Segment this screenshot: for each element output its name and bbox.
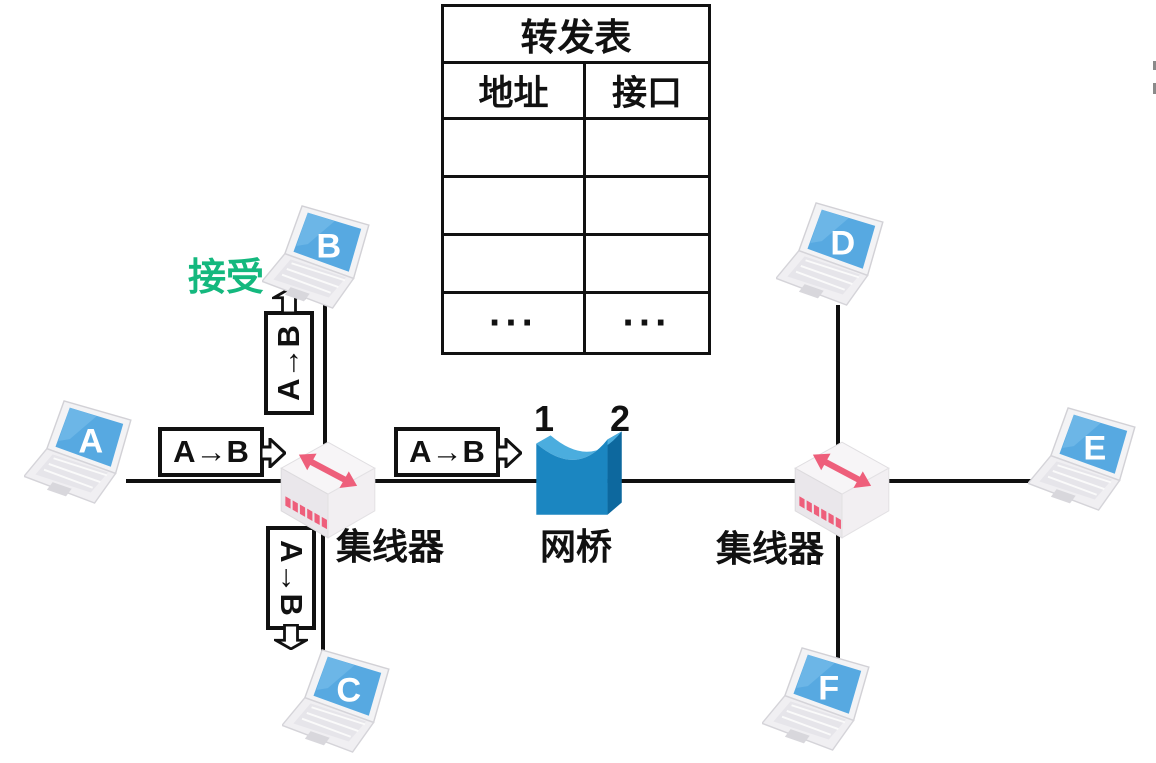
frame-hub-to-c: A→B — [266, 526, 316, 630]
hub1-label: 集线器 — [336, 526, 445, 567]
bridge-port2-label: 2 — [609, 398, 631, 439]
table-cell-empty — [441, 117, 586, 178]
wire-hub2-to-f — [836, 481, 840, 658]
node-letter: B — [316, 228, 341, 266]
wire-hub1-to-c — [321, 481, 325, 655]
frame-label: A→B — [409, 434, 485, 469]
hub2-label: 集线器 — [716, 528, 825, 569]
table-cell-ellipsis: ··· — [441, 291, 586, 355]
table-cell-empty — [583, 175, 711, 236]
bridge-port1-label: 1 — [533, 398, 555, 439]
hub1-icon — [280, 441, 376, 539]
receive-annotation: 接受 — [188, 257, 265, 299]
bridge-label: 网桥 — [540, 526, 613, 567]
column-header-address: 地址 — [441, 61, 586, 120]
hub2-icon — [794, 441, 890, 539]
wire-hub1-to-b — [323, 300, 327, 481]
clipped-edge-artifact — [1153, 61, 1156, 70]
laptop-e-icon: E — [1028, 407, 1136, 511]
table-cell-empty — [441, 233, 586, 294]
table-cell-empty — [583, 233, 711, 294]
table-cell-empty — [583, 117, 711, 178]
frame-label: A→B — [173, 434, 249, 469]
forwarding-table-title: 转发表 — [441, 4, 711, 64]
laptop-b-icon: B — [262, 205, 370, 309]
table-cell-ellipsis: ··· — [583, 291, 711, 355]
node-letter: A — [78, 423, 103, 461]
frame-a-to-hub: A→B — [158, 427, 264, 477]
forwarding-table: 转发表 地址 接口 ··· ··· — [441, 4, 711, 355]
clipped-edge-artifact — [1153, 83, 1156, 94]
laptop-c-icon: C — [282, 649, 390, 753]
frame-arrow-right-icon — [496, 438, 522, 468]
frame-arrow-down-icon — [274, 624, 308, 650]
frame-label: A→B — [274, 540, 309, 616]
table-cell-empty — [441, 175, 586, 236]
node-letter: C — [336, 672, 361, 710]
frame-arrow-right-icon — [260, 438, 286, 468]
node-letter: D — [830, 225, 855, 263]
node-letter: F — [818, 670, 839, 708]
bridge-icon — [536, 431, 622, 515]
frame-hub-to-bridge: A→B — [394, 427, 500, 477]
wire-hub2-to-d — [836, 305, 840, 481]
column-header-port: 接口 — [583, 61, 711, 120]
frame-hub-to-b: A→B — [264, 311, 314, 415]
laptop-a-icon: A — [24, 400, 132, 504]
node-letter: E — [1083, 430, 1106, 468]
laptop-f-icon: F — [762, 647, 870, 751]
laptop-d-icon: D — [776, 202, 884, 306]
frame-label: A→B — [271, 325, 306, 401]
